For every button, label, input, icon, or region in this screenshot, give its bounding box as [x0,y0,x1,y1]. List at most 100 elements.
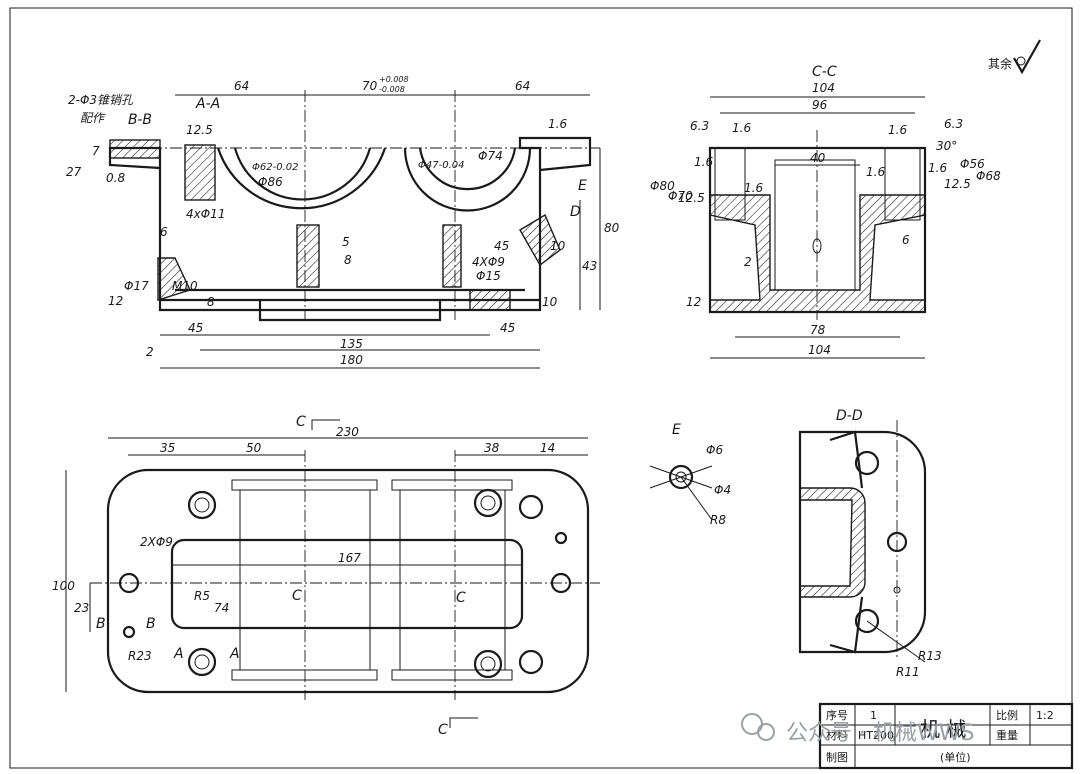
cc-dim-phi80: Φ80 [650,179,675,193]
plan-dim-230: 230 [336,425,359,439]
view-dd [798,420,927,663]
dim-27: 27 [66,165,82,179]
tol-70-lower: -0.008 [379,85,405,94]
cc-rough-1-6-b: 1.6 [744,181,763,195]
aa-boss-left [157,257,191,301]
plan-label-a-left: A [173,646,184,662]
cc-dim-78: 78 [810,323,826,337]
dim-64-left: 64 [234,79,249,93]
dim-45-boss: 45 [494,239,509,253]
dim-45-right: 45 [500,321,515,335]
dim-70: 70 [362,79,378,93]
plan-dim-50: 50 [246,441,262,455]
cc-dim-104-top: 104 [812,81,835,95]
dd-section [799,487,866,598]
cc-dim-96: 96 [812,98,828,112]
dim-6: 6 [160,225,168,239]
plan-dim-r5: R5 [194,589,210,603]
cut-mark-d: D [570,204,581,220]
cc-dim-2: 2 [744,255,752,269]
title-block [818,702,1074,770]
rough-1-6: 1.6 [548,117,567,131]
aa-note-peizuo: 配作 [80,111,106,125]
cc-dim-phi68: Φ68 [976,169,1001,183]
dim-12: 12 [108,294,123,308]
view-e [649,464,713,521]
watermark: 公众号 · 机械WWS [741,713,974,746]
tol-70-upper: +0.008 [379,75,409,84]
cc-dim-phi70: Φ70 [668,189,693,203]
e-dim-r8: R8 [710,513,726,527]
view-aa [108,90,601,369]
tb-part-name: 机 械 [920,717,966,741]
e-dim-phi6: Φ6 [706,443,723,457]
dim-phi17: Φ17 [124,279,149,293]
dim-phi74: Φ74 [478,149,503,163]
tb-seq-value: 1 [870,709,877,722]
cut-mark-c-top: C [296,414,306,430]
aa-note-holes: 2-Φ3锥销孔 [68,93,134,107]
label-view-e: E [672,422,681,438]
dim-4x9: 4XΦ9 [472,255,505,269]
dim-phi47: Φ47-0.04 [418,160,464,171]
dim-10-boss: 10 [550,239,566,253]
dim-43: 43 [582,259,597,273]
dim-45-left: 45 [188,321,203,335]
cc-dim-30deg: 30° [936,139,957,153]
plan-dim-38: 38 [484,441,500,455]
rough-0-8: 0.8 [106,171,125,185]
watermark-text: 公众号 · 机械WWS [786,721,974,746]
cc-rough-1-6-right: 1.6 [888,123,907,137]
dim-80: 80 [604,221,620,235]
rest-roughness-note: 其余 [988,56,1012,71]
plan-label-b-right: B [146,616,156,632]
tb-weight-label: 重量 [996,728,1018,742]
cc-rough-1-6-a: 1.6 [694,155,713,169]
plan-label-b-left: B [96,616,106,632]
rest-roughness-circle [1016,56,1026,66]
plan-inner-recess [170,538,524,630]
cc-dim-104-bottom: 104 [808,343,831,357]
dim-10-foot: 10 [542,295,558,309]
cc-dim-phi56: Φ56 [960,157,985,171]
plan-dim-14: 14 [540,441,555,455]
cc-dim-6: 6 [902,233,910,247]
label-view-aa: A-A [195,96,220,112]
tb-scale-value: 1:2 [1036,709,1054,722]
cc-dim-40: 40 [810,151,826,165]
aa-bore-right [403,147,532,212]
aa-bore-left [216,147,387,210]
rough-12-5: 12.5 [186,123,213,137]
plan-label-c-left: C [292,588,302,604]
aa-rib-right [442,224,462,288]
dim-phi15: Φ15 [476,269,501,283]
dim-4x11: 4xΦ11 [186,207,225,221]
label-view-bb: B-B [128,112,152,128]
cut-mark-e: E [578,178,587,194]
dim-180: 180 [340,353,363,367]
dim-phi86: Φ86 [258,175,283,189]
label-view-cc: C-C [812,64,837,80]
plan-dim-167: 167 [338,551,361,565]
e-dim-phi4: Φ4 [714,483,731,497]
cc-rough-6-3-left: 6.3 [690,119,709,133]
sheet-border [9,7,1073,769]
dim-7: 7 [92,144,100,158]
cc-rough-6-3-right: 6.3 [944,117,963,131]
label-view-dd: D-D [836,408,863,424]
dim-8-foot: 8 [207,295,215,309]
cut-mark-c-bottom: C [438,722,448,738]
plan-dim-74: 74 [214,601,229,615]
tb-unit: (单位) [940,750,971,764]
tb-material-label: 材料 [826,728,848,742]
dim-m10: M10 [172,279,198,293]
cc-rough-1-6-d: 1.6 [928,161,947,175]
cc-dim-12: 12 [686,295,701,309]
plan-dim-35: 35 [160,441,175,455]
tb-seq-label: 序号 [826,708,848,722]
plan-dim-100: 100 [52,579,75,593]
cc-rough-1-6-left: 1.6 [732,121,751,135]
dd-dim-r11: R11 [896,665,920,679]
plan-label-a-right: A [229,646,240,662]
